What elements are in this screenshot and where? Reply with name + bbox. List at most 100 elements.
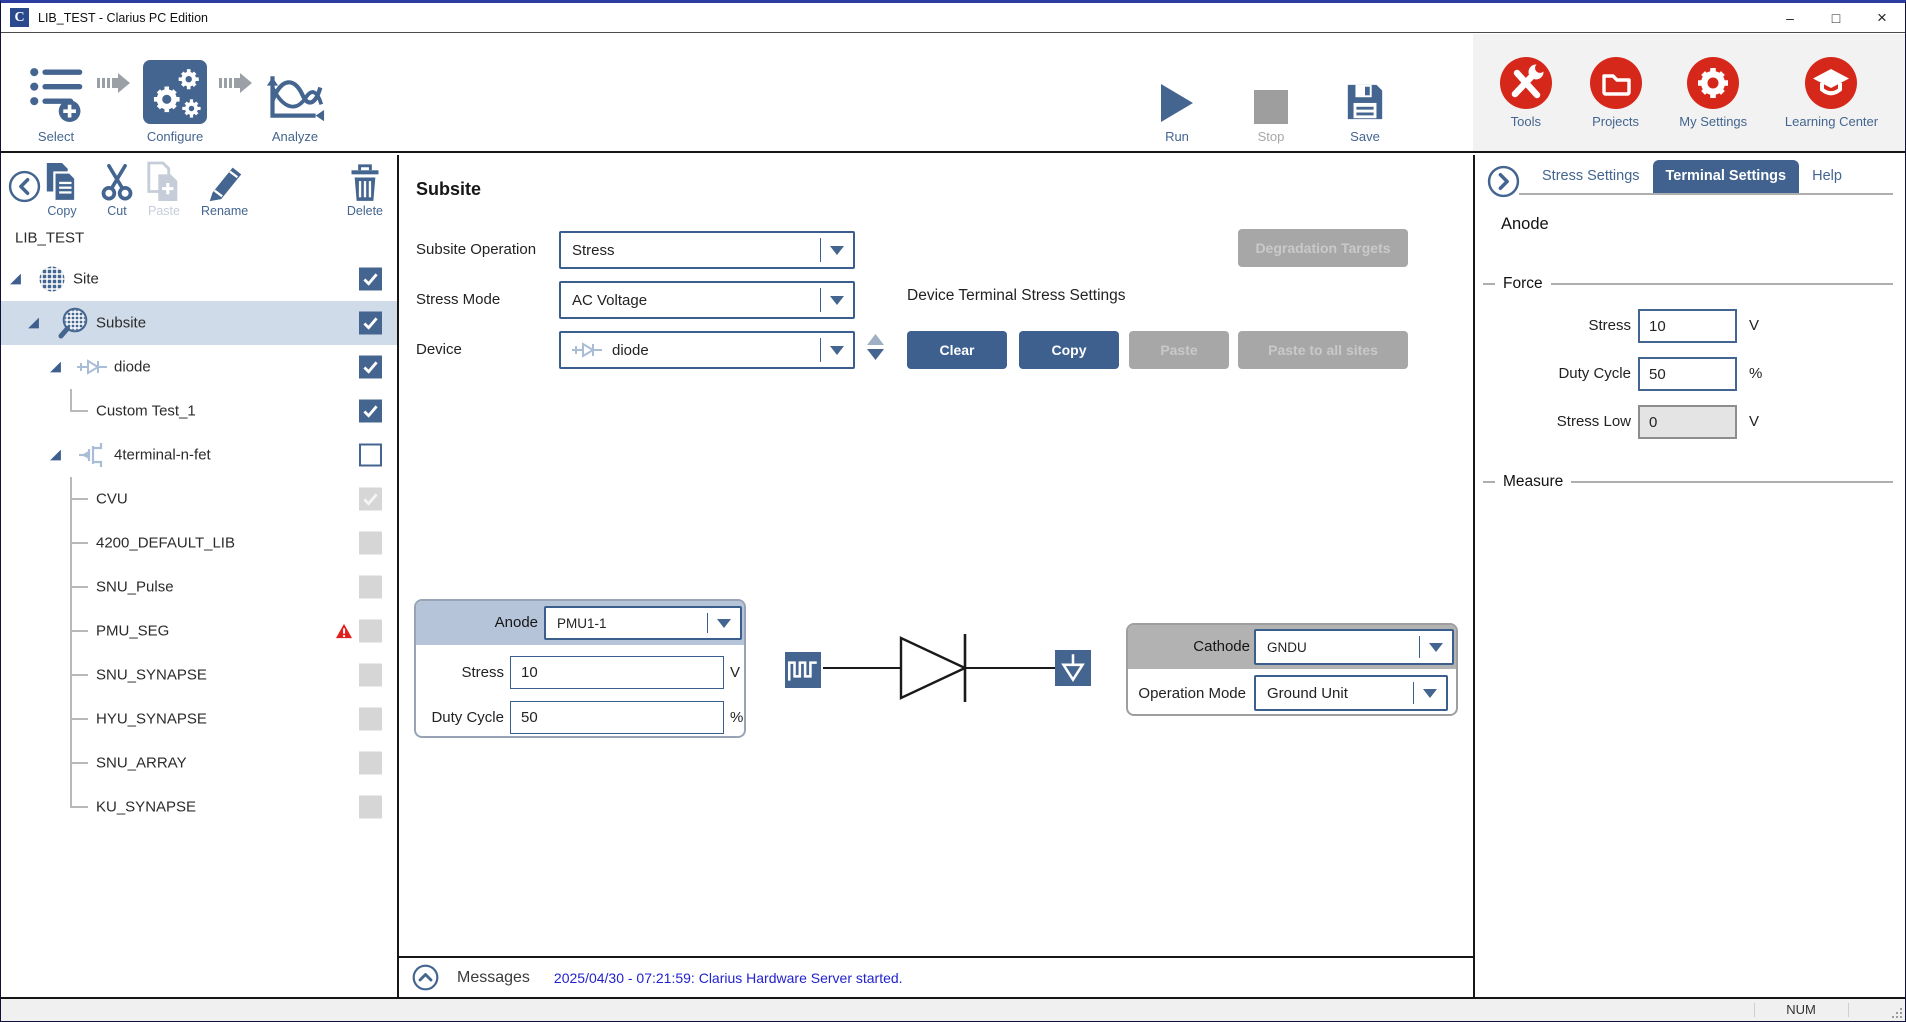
section-line: [1550, 283, 1893, 285]
save-button[interactable]: Save: [1335, 42, 1395, 144]
copy-button[interactable]: Copy: [43, 161, 81, 218]
duty-cycle-input[interactable]: 50: [510, 701, 724, 734]
tab-terminal-settings[interactable]: Terminal Settings: [1652, 160, 1800, 193]
collapse-panel-button[interactable]: [1487, 165, 1520, 198]
stress-input[interactable]: 10: [510, 656, 724, 689]
stress-mode-dropdown[interactable]: AC Voltage: [559, 281, 855, 319]
delete-button[interactable]: Delete: [347, 161, 383, 218]
tools-button[interactable]: Tools: [1499, 56, 1552, 129]
dropdown-separator: [820, 288, 821, 312]
checkbox-4terminal-n-fet[interactable]: [359, 443, 382, 467]
diode-icon: [572, 340, 604, 360]
checkbox-snu-array[interactable]: [359, 751, 382, 775]
checkbox-hyu-synapse[interactable]: [359, 707, 382, 731]
checkbox-diode[interactable]: [359, 355, 382, 379]
resize-grip[interactable]: [1891, 1007, 1903, 1019]
checkbox-custom-test-1[interactable]: [359, 399, 382, 423]
flow-arrow-icon: [97, 71, 131, 100]
tree-connector: [70, 586, 88, 588]
section-force: Force: [1483, 275, 1893, 293]
tree-item-4terminal-n-fet[interactable]: 4terminal-n-fet: [1, 433, 397, 477]
expander-icon[interactable]: [49, 449, 62, 462]
ground-icon: [1054, 650, 1092, 686]
operation-mode-dropdown[interactable]: Ground Unit: [1254, 675, 1448, 711]
select-button[interactable]: Select: [27, 42, 85, 144]
stress-input[interactable]: 10: [1638, 309, 1737, 343]
paste-to-all-sites-button: Paste to all sites: [1238, 331, 1408, 369]
learning-center-button[interactable]: Learning Center: [1784, 56, 1879, 129]
checkbox-cvu[interactable]: [359, 487, 382, 511]
maximize-button[interactable]: □: [1831, 9, 1841, 26]
tree-item-4200-default-lib[interactable]: 4200_DEFAULT_LIB: [1, 521, 397, 565]
spin-up-icon[interactable]: [867, 334, 884, 345]
tree-item-pmu-seg[interactable]: PMU_SEG: [1, 609, 397, 653]
tree-item-site[interactable]: Site: [1, 257, 397, 301]
copy-icon: [43, 161, 81, 203]
tree-item-cvu[interactable]: CVU: [1, 477, 397, 521]
configure-button[interactable]: Configure: [143, 42, 207, 144]
tree-item-snu-pulse[interactable]: SNU_Pulse: [1, 565, 397, 609]
tree-item-ku-synapse[interactable]: KU_SYNAPSE: [1, 785, 397, 829]
analyze-button[interactable]: Analyze: [265, 42, 325, 144]
clear-button[interactable]: Clear: [907, 331, 1007, 369]
degradation-targets-button[interactable]: Degradation Targets: [1238, 229, 1408, 267]
tree-toolbar-label: Paste: [148, 204, 180, 218]
tree-item-snu-array[interactable]: SNU_ARRAY: [1, 741, 397, 785]
duty-cycle-input[interactable]: 50: [1638, 357, 1737, 391]
my-settings-button[interactable]: My Settings: [1679, 56, 1748, 129]
device-spinner[interactable]: [867, 334, 884, 360]
subsite-operation-dropdown[interactable]: Stress: [559, 231, 855, 269]
workflow-label: Configure: [146, 129, 204, 144]
projects-button[interactable]: Projects: [1589, 56, 1642, 129]
expander-icon[interactable]: [49, 361, 62, 374]
checkbox-subsite[interactable]: [359, 311, 382, 335]
tree-item-label: 4terminal-n-fet: [114, 446, 211, 464]
title-bar: C LIB_TEST - Clarius PC Edition – □ ×: [1, 3, 1905, 33]
cathode-terminal-dropdown[interactable]: GNDU: [1254, 629, 1454, 665]
unit-label: %: [730, 709, 744, 726]
action-label: Save: [1350, 129, 1380, 144]
device-dropdown[interactable]: diode: [559, 331, 855, 369]
spin-down-icon[interactable]: [867, 349, 884, 360]
tree-item-subsite[interactable]: Subsite: [1, 301, 397, 345]
pulse-source-icon: [784, 652, 822, 688]
tree-back-button[interactable]: [8, 170, 41, 203]
window-title: LIB_TEST - Clarius PC Edition: [38, 10, 208, 25]
tree-item-custom-test-1[interactable]: Custom Test_1: [1, 389, 397, 433]
tree-item-snu-synapse[interactable]: SNU_SYNAPSE: [1, 653, 397, 697]
tree-item-diode[interactable]: diode: [1, 345, 397, 389]
minimize-button[interactable]: –: [1786, 9, 1794, 26]
tree-item-hyu-synapse[interactable]: HYU_SYNAPSE: [1, 697, 397, 741]
cut-button[interactable]: Cut: [99, 161, 135, 218]
workflow-group: Select Configure Analyze: [27, 42, 325, 144]
checkbox-snu-synapse[interactable]: [359, 663, 382, 687]
rename-button[interactable]: Rename: [201, 161, 248, 218]
cathode-card-title: Cathode: [1193, 638, 1250, 655]
checkbox-site[interactable]: [359, 267, 382, 291]
tree-item-lib-test[interactable]: LIB_TEST: [1, 219, 397, 257]
checkbox-pmu-seg[interactable]: [359, 619, 382, 643]
section-title: Force: [1503, 275, 1543, 292]
checkbox-snu-pulse[interactable]: [359, 575, 382, 599]
copy-button[interactable]: Copy: [1019, 331, 1119, 369]
checkbox-ku-synapse[interactable]: [359, 795, 382, 819]
utility-label: Learning Center: [1784, 113, 1879, 129]
run-button[interactable]: Run: [1147, 42, 1207, 144]
close-button[interactable]: ×: [1877, 7, 1887, 27]
dropdown-value: AC Voltage: [572, 291, 648, 309]
utility-label: My Settings: [1679, 113, 1748, 129]
tab-help[interactable]: Help: [1812, 168, 1842, 184]
expander-icon[interactable]: [9, 273, 22, 286]
warning-icon: [335, 623, 353, 639]
chevron-down-icon: [821, 295, 853, 305]
expander-icon[interactable]: [27, 317, 40, 330]
checkbox-4200-default-lib[interactable]: [359, 531, 382, 555]
collapse-messages-button[interactable]: [412, 964, 439, 991]
configure-icon: [143, 60, 207, 124]
chevron-down-icon: [708, 618, 740, 628]
anode-terminal-dropdown[interactable]: PMU1-1: [544, 606, 742, 640]
tab-stress-settings[interactable]: Stress Settings: [1542, 168, 1640, 184]
